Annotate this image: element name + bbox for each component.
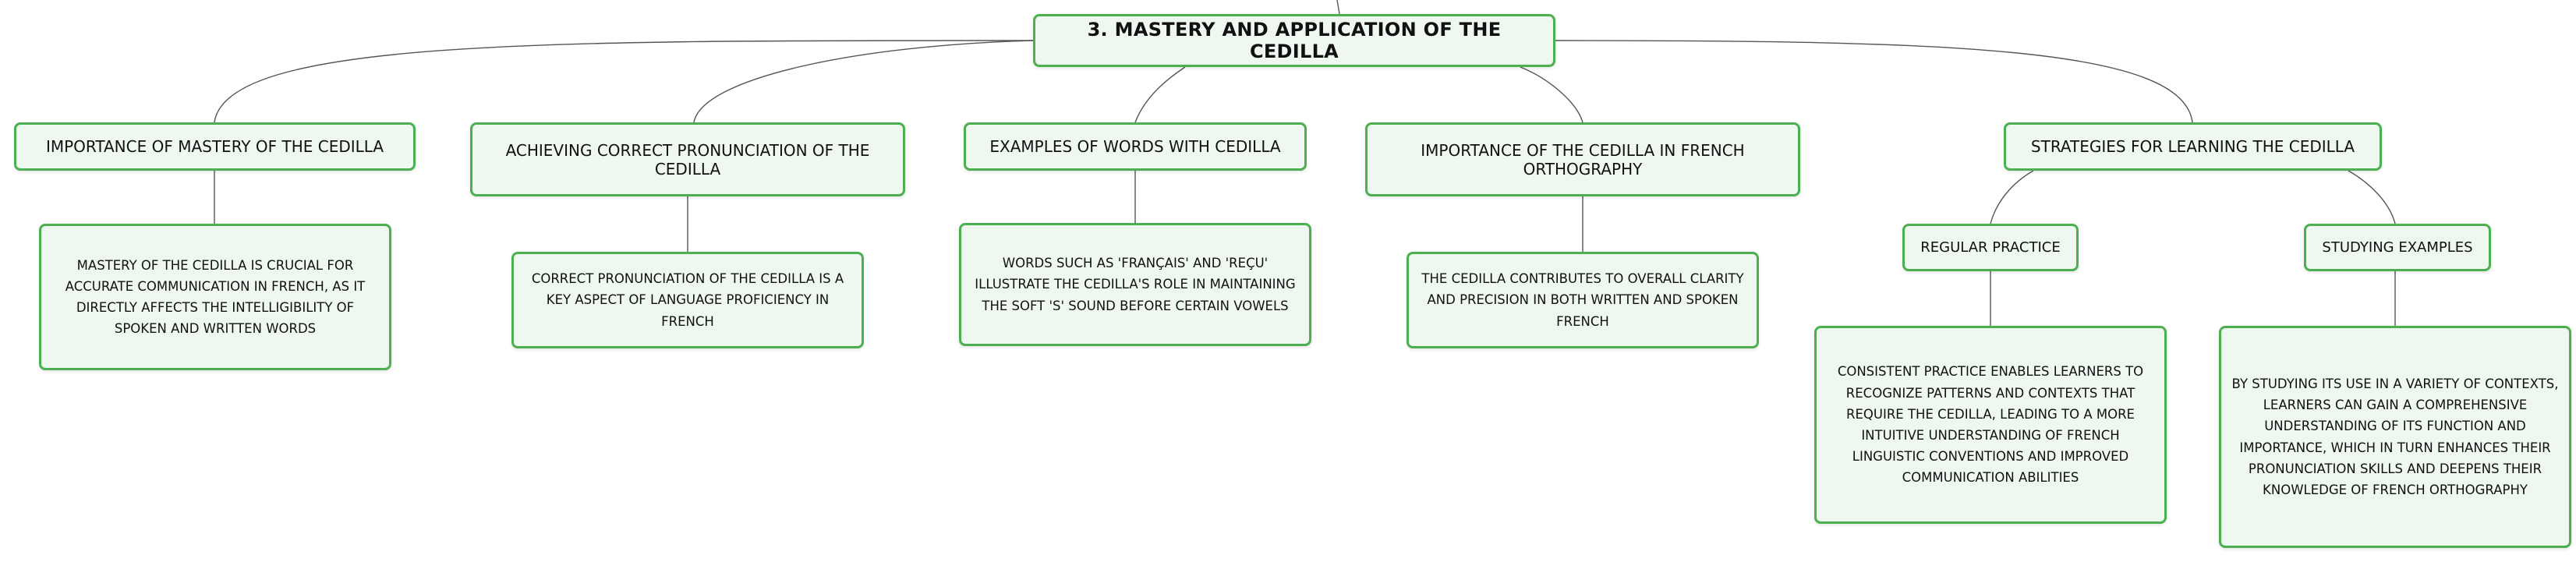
node-strategies[interactable]: STRATEGIES FOR LEARNING THE CEDILLA xyxy=(2004,122,2382,171)
node-studying-examples-detail[interactable]: BY STUDYING ITS USE IN A VARIETY OF CONT… xyxy=(2219,326,2571,548)
node-importance-of-mastery[interactable]: IMPORTANCE OF MASTERY OF THE CEDILLA xyxy=(14,122,416,171)
edge-root-to-strategies xyxy=(1555,40,2193,123)
node-examples-of-words-detail-text: WORDS SUCH AS 'FRANÇAIS' AND 'REÇU' ILLU… xyxy=(975,256,1296,313)
node-regular-practice-detail[interactable]: CONSISTENT PRACTICE ENABLES LEARNERS TO … xyxy=(1814,326,2167,524)
node-regular-practice[interactable]: REGULAR PRACTICE xyxy=(1902,224,2079,271)
edge-root-to-orthography xyxy=(1520,66,1583,123)
node-importance-of-mastery-detail-text: MASTERY OF THE CEDILLA IS CRUCIAL FOR AC… xyxy=(65,257,366,337)
node-examples-of-words-label: EXAMPLES OF WORDS WITH CEDILLA xyxy=(989,137,1281,156)
node-examples-of-words-detail[interactable]: WORDS SUCH AS 'FRANÇAIS' AND 'REÇU' ILLU… xyxy=(959,223,1311,346)
node-achieving-pronunciation-detail-text: CORRECT PRONUNCIATION OF THE CEDILLA IS … xyxy=(531,271,844,329)
node-achieving-pronunciation-label: ACHIEVING CORRECT PRONUNCIATION OF THE C… xyxy=(505,140,870,178)
node-examples-of-words[interactable]: EXAMPLES OF WORDS WITH CEDILLA xyxy=(964,122,1307,171)
node-studying-examples[interactable]: STUDYING EXAMPLES xyxy=(2304,224,2491,271)
root-node-label: 3. MASTERY AND APPLICATION OF THE CEDILL… xyxy=(1087,19,1502,62)
node-regular-practice-detail-text: CONSISTENT PRACTICE ENABLES LEARNERS TO … xyxy=(1837,364,2144,486)
root-node[interactable]: 3. MASTERY AND APPLICATION OF THE CEDILL… xyxy=(1033,14,1555,67)
edge-root-to-examples xyxy=(1134,66,1186,123)
edge-strategies-to-regular-practice xyxy=(1990,170,2034,224)
edge-strategies-to-studying-examples xyxy=(2348,170,2396,224)
node-orthography-label: IMPORTANCE OF THE CEDILLA IN FRENCH ORTH… xyxy=(1421,140,1745,178)
node-importance-of-mastery-label: IMPORTANCE OF MASTERY OF THE CEDILLA xyxy=(45,137,384,156)
node-regular-practice-label: REGULAR PRACTICE xyxy=(1920,239,2061,256)
node-strategies-label: STRATEGIES FOR LEARNING THE CEDILLA xyxy=(2030,137,2355,156)
node-orthography[interactable]: IMPORTANCE OF THE CEDILLA IN FRENCH ORTH… xyxy=(1365,122,1800,196)
edge-root-to-pronunciation xyxy=(693,40,1034,123)
node-achieving-pronunciation-detail[interactable]: CORRECT PRONUNCIATION OF THE CEDILLA IS … xyxy=(511,252,864,348)
node-importance-of-mastery-detail[interactable]: MASTERY OF THE CEDILLA IS CRUCIAL FOR AC… xyxy=(39,224,391,370)
node-orthography-detail-text: THE CEDILLA CONTRIBUTES TO OVERALL CLARI… xyxy=(1421,271,1744,329)
edge-root-to-importance-mastery xyxy=(214,40,1034,123)
node-orthography-detail[interactable]: THE CEDILLA CONTRIBUTES TO OVERALL CLARI… xyxy=(1407,252,1759,348)
node-achieving-pronunciation[interactable]: ACHIEVING CORRECT PRONUNCIATION OF THE C… xyxy=(470,122,905,196)
node-studying-examples-label: STUDYING EXAMPLES xyxy=(2322,239,2473,256)
edge-parent-to-root xyxy=(1336,0,1340,15)
node-studying-examples-detail-text: BY STUDYING ITS USE IN A VARIETY OF CONT… xyxy=(2231,376,2559,497)
